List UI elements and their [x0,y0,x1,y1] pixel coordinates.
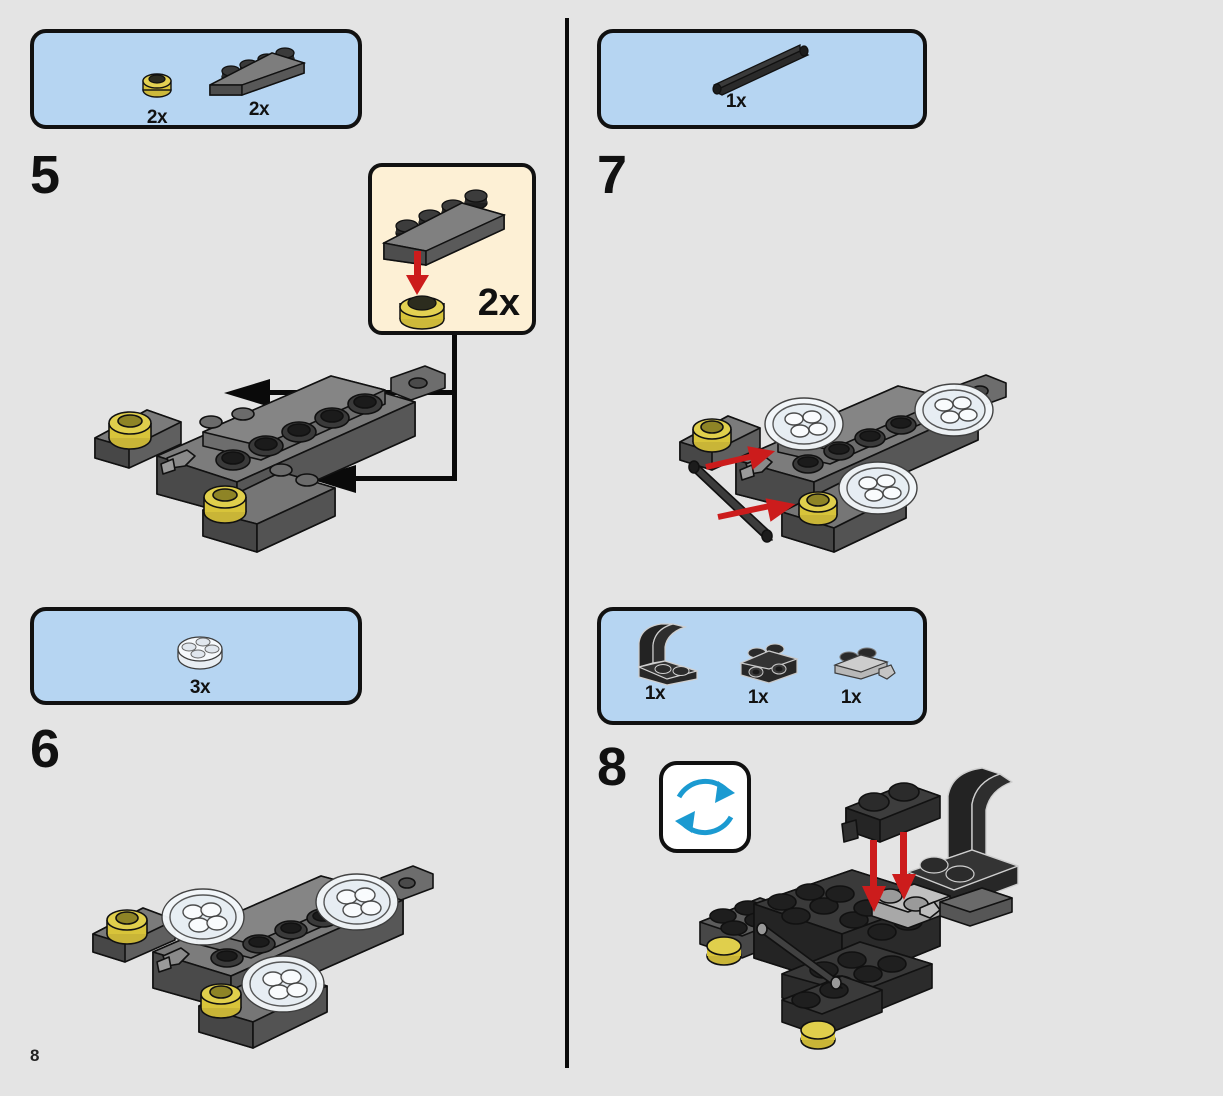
part-quantity: 1x [747,687,769,708]
step-6-parts-box: 3x [30,607,362,705]
step-7-parts-box: 1x [597,29,927,129]
black-plate-1x4-icon [194,45,324,105]
black-technic-bar-icon [696,43,836,103]
part-quantity: 2x [248,99,270,120]
step-8-parts-box: 1x 1x [597,607,927,725]
step-5-parts-box: 2x [30,29,362,129]
part-black-seat: 1x [627,621,719,705]
callout-arrow-lower [310,464,358,494]
column-divider [565,18,569,1068]
part-trans-round-plate-2x2: 3x [165,631,235,699]
step-number-7: 7 [597,145,628,205]
inset-red-arrow [400,251,440,299]
inset-quantity-label: 2x [477,282,520,324]
pearl-gold-round-plate-icon [122,57,192,105]
part-quantity: 1x [725,91,747,112]
light-gray-plate-1x2-with-clip-icon [825,645,905,687]
part-quantity: 1x [840,687,862,708]
step-number-8: 8 [597,737,628,797]
callout-line-lower [352,476,457,481]
step-number-5: 5 [30,145,61,205]
inset-pearl-gold-round-plate [390,279,456,331]
black-brick-1x2-studs-on-side-icon [729,641,809,687]
part-quantity: 3x [189,677,211,698]
step-5-assembly [85,360,485,560]
part-light-gray-plate-with-clip: 1x [825,645,905,709]
inset-plate-art [374,175,534,285]
part-black-plate-1x4: 2x [194,45,324,121]
callout-line-vertical [452,335,457,481]
step-6-assembly [85,862,465,1057]
trans-clear-round-plate-2x2-icon [165,631,235,675]
part-black-brick-studs-on-side: 1x [729,641,809,709]
part-quantity: 1x [644,683,666,704]
rotate-model-icon [659,761,751,853]
part-quantity: 2x [146,107,168,128]
page-number: 8 [30,1046,40,1065]
step-5-inset-box: 2x [368,163,536,335]
step-7-assembly [672,372,1032,562]
part-pearl-gold-round-plate: 2x [122,57,192,129]
step-8-assembly [682,762,1042,1062]
black-seat-2x2-icon [627,621,719,686]
step-number-6: 6 [30,719,61,779]
part-black-technic-bar: 1x [696,43,836,113]
callout-arrow-upper [224,378,272,408]
